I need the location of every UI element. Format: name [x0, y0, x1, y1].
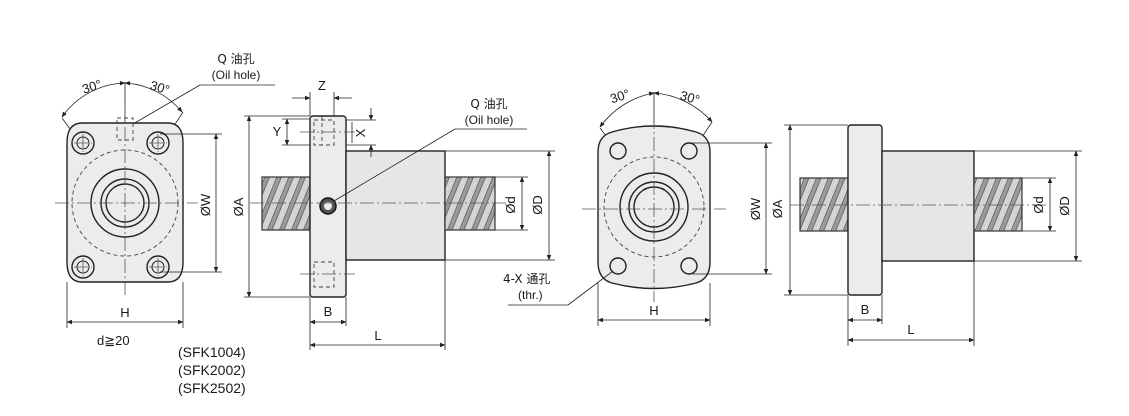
- view4-side: ØA Ød ØD B L: [770, 124, 1082, 346]
- view2-dim-d-large-label: ØD: [530, 195, 545, 215]
- view3-front-flange: 30° 30° ØW H 4-X 通孔 (thr.): [503, 86, 772, 326]
- view4-dim-d-large-label: ØD: [1057, 196, 1072, 216]
- bolt-hole: [680, 257, 698, 275]
- view1-angle-left-label: 30°: [80, 76, 103, 96]
- bolt-hole: [609, 257, 627, 275]
- view3-hole-label-en: (thr.): [518, 288, 543, 302]
- nut-body: [881, 150, 975, 262]
- model-item: (SFK1004): [178, 344, 246, 360]
- view1-note: d≧20: [97, 333, 130, 348]
- bolt-hole: [609, 142, 627, 160]
- view2-side: Z Y X ØA Ød ØD B L: [231, 78, 555, 350]
- screw-shaft-right: [444, 176, 496, 231]
- view1-dim-w-label: ØW: [198, 193, 213, 216]
- screw-shaft-left: [799, 177, 849, 232]
- model-item: (SFK2502): [178, 380, 246, 396]
- oil-hole-1-label-en: (Oil hole): [212, 68, 261, 82]
- flange-side: [847, 124, 883, 296]
- screw-shaft-right: [973, 177, 1023, 232]
- view3-dim-w-label: ØW: [748, 197, 763, 220]
- view1-angle-right-label: 30°: [148, 78, 171, 98]
- angle-arc-left: [599, 91, 655, 128]
- view2-dim-d-small-label: Ød: [503, 196, 518, 213]
- view1-dim-h-label: H: [120, 305, 129, 320]
- oil-hole-2-label-en: (Oil hole): [465, 113, 514, 127]
- view4-dim-l-label: L: [907, 322, 914, 337]
- view4-dim-b-label: B: [861, 302, 870, 317]
- screw-shaft-left: [261, 176, 311, 231]
- view4-dim-d-small-label: Ød: [1031, 196, 1046, 213]
- view3-hole-label: 4-X 通孔: [503, 272, 550, 286]
- view3-angle-right-label: 30°: [678, 88, 701, 108]
- view3-angle-left-label: 30°: [608, 86, 631, 106]
- model-item: (SFK2002): [178, 362, 246, 378]
- bolt-hole: [680, 142, 698, 160]
- view2-dim-z-label: Z: [318, 78, 326, 93]
- oil-hole-callout-1: Q 油孔 (Oil hole): [132, 52, 275, 125]
- model-list: (SFK1004) (SFK2002) (SFK2502): [178, 344, 246, 396]
- view4-dim-a-label: ØA: [770, 199, 785, 218]
- view1-front-flange: 30° 30° ØW: [55, 76, 222, 348]
- view2-dim-x-label: X: [353, 128, 368, 137]
- angle-arc-right: [653, 91, 713, 123]
- angle-arc-right: [124, 81, 183, 113]
- angle-arc-left: [61, 80, 126, 118]
- oil-hole-1-label: Q 油孔: [217, 52, 254, 66]
- view2-dim-a-label: ØA: [231, 197, 246, 216]
- view2-dim-b-label: B: [324, 304, 333, 319]
- view2-dim-y-label: Y: [273, 124, 282, 139]
- view3-dim-h-label: H: [649, 303, 658, 318]
- oil-hole-callout-2: Q 油孔 (Oil hole): [333, 97, 527, 202]
- view2-dim-l-label: L: [374, 328, 381, 343]
- oil-hole-2-label: Q 油孔: [470, 97, 507, 111]
- nut-body: [345, 150, 446, 261]
